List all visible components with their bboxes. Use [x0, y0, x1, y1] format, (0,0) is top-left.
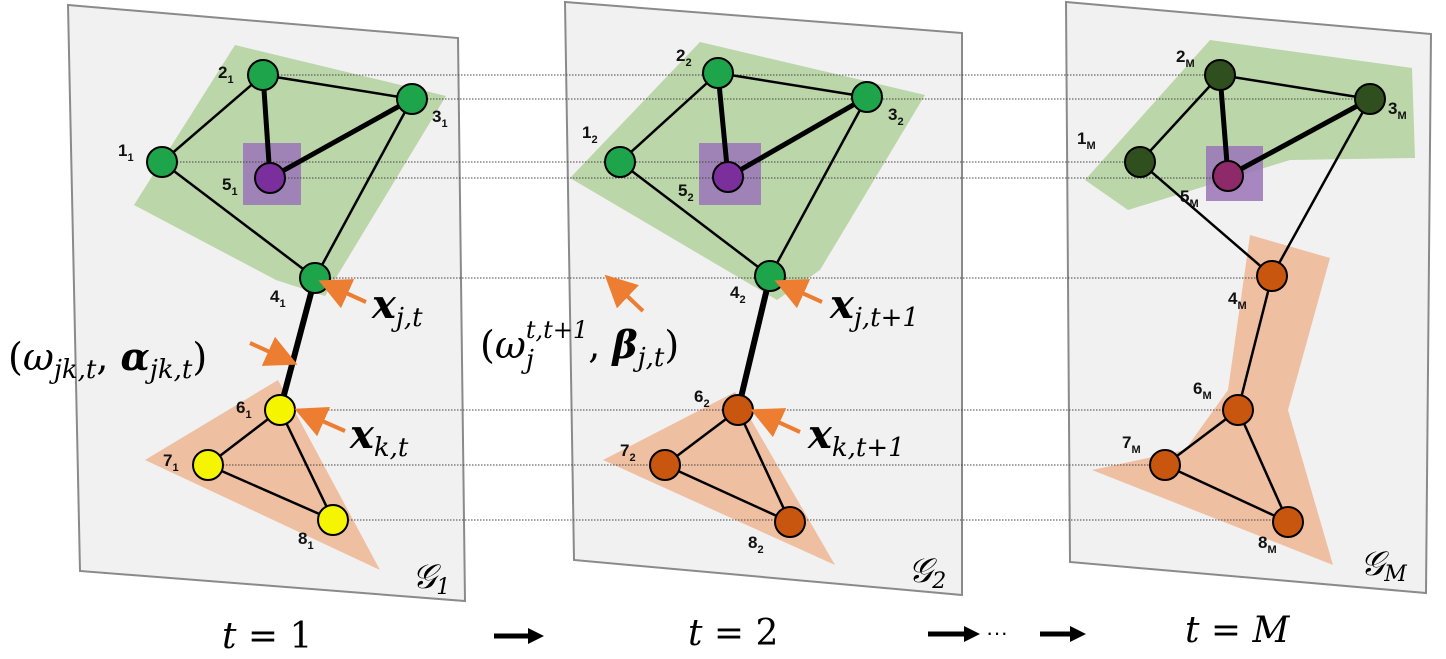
node-label: 52 — [678, 181, 694, 204]
cluster-orange-M — [1092, 235, 1333, 565]
arrow-to-node-6-1 — [294, 406, 346, 437]
node-label: 41 — [270, 287, 286, 310]
right-arrow-icon — [494, 628, 544, 644]
node-labels-panel-2: 12 22 32 42 52 62 72 82 — [582, 46, 904, 556]
time-label-1: t = 1 — [222, 616, 312, 657]
time-label-2: t = 2 — [688, 613, 778, 654]
node-feature-k-t: xk,t — [349, 411, 409, 463]
node-5-1 — [254, 162, 286, 194]
node-label: 31 — [432, 107, 448, 130]
node-label: 5M — [1180, 187, 1199, 210]
node-7-2 — [649, 449, 681, 481]
node-label: 51 — [222, 175, 238, 198]
edges-panel-2 — [619, 71, 869, 524]
node-labels-panel-1: 11 21 31 41 51 61 71 81 — [118, 63, 448, 552]
node-5-M — [1212, 160, 1244, 192]
node-5-2 — [712, 161, 744, 193]
node-feature-k-t1: xk,t+1 — [807, 411, 905, 463]
node-label: 12 — [582, 123, 598, 146]
arrow-to-node-4-1 — [318, 279, 367, 309]
node-2-M — [1204, 59, 1236, 91]
node-6-2 — [722, 394, 754, 426]
nodes-panel-1 — [146, 59, 428, 536]
node-6-M — [1222, 394, 1254, 426]
node-8-1 — [317, 504, 349, 536]
right-arrow-icon — [1040, 626, 1086, 642]
node-label: 3M — [1388, 99, 1407, 122]
node-label: 1M — [1077, 129, 1096, 152]
node-feature-j-t: xj,t — [371, 281, 423, 333]
cluster-green-M — [1085, 40, 1415, 210]
node-label: 8M — [1258, 533, 1277, 556]
graph-name-1: 𝒢1 — [412, 557, 450, 600]
edge-attribute-label: (ωjk,t, αjk,t) — [8, 334, 207, 385]
node-3-1 — [396, 83, 428, 115]
time-arrows — [494, 626, 1086, 644]
node-label: 21 — [218, 63, 234, 86]
node-7-1 — [192, 449, 224, 481]
edges-panel-1 — [161, 73, 414, 522]
node-label: 72 — [620, 441, 636, 464]
arrow-to-node-4-2 — [774, 279, 823, 309]
node-label: 4M — [1228, 289, 1247, 312]
node-label: 7M — [1122, 433, 1141, 456]
node-label: 6M — [1193, 379, 1212, 402]
node-7-M — [1149, 449, 1181, 481]
right-arrow-icon — [928, 626, 980, 642]
node-label: 2M — [1176, 47, 1195, 70]
node-label: 82 — [748, 533, 764, 556]
node-feature-j-t1: xj,t+1 — [829, 281, 919, 333]
node-4-2 — [754, 260, 786, 292]
node-labels-panel-M: 1M 2M 3M 4M 5M 6M 7M 8M — [1077, 47, 1407, 556]
annotation-arrows — [249, 274, 823, 438]
node-2-2 — [702, 57, 734, 89]
nodes-panel-2 — [604, 57, 883, 538]
edges-panel-M — [1139, 73, 1372, 524]
time-label-M: t = M — [1185, 610, 1291, 651]
node-8-2 — [774, 506, 806, 538]
node-label: 61 — [236, 398, 252, 421]
graph-name-M: 𝒢M — [1360, 544, 1407, 587]
node-1-1 — [146, 146, 178, 178]
node-3-2 — [851, 81, 883, 113]
alignment-lines — [162, 74, 1370, 521]
node-1-2 — [604, 146, 636, 178]
node-label: 11 — [118, 141, 134, 164]
node-label: 22 — [676, 46, 692, 69]
arrow-to-node-6-2 — [750, 408, 801, 438]
node-6-1 — [264, 394, 296, 426]
node-1-M — [1124, 146, 1156, 178]
node-8-M — [1272, 506, 1304, 538]
node-4-1 — [299, 262, 331, 294]
node-4-M — [1256, 260, 1288, 292]
node-label: 81 — [298, 529, 314, 552]
nodes-panel-M — [1124, 59, 1386, 538]
node-label: 71 — [163, 451, 179, 474]
node-label: 42 — [730, 283, 746, 306]
time-ellipsis: ··· — [986, 620, 1008, 645]
arrow-to-temporal — [604, 274, 645, 313]
node-2-1 — [247, 59, 279, 91]
node-3-M — [1354, 83, 1386, 115]
graph-name-2: 𝒢2 — [908, 551, 946, 594]
node-label: 32 — [888, 105, 904, 128]
arrow-to-edge-4-6 — [249, 336, 298, 366]
node-label: 62 — [694, 387, 710, 410]
